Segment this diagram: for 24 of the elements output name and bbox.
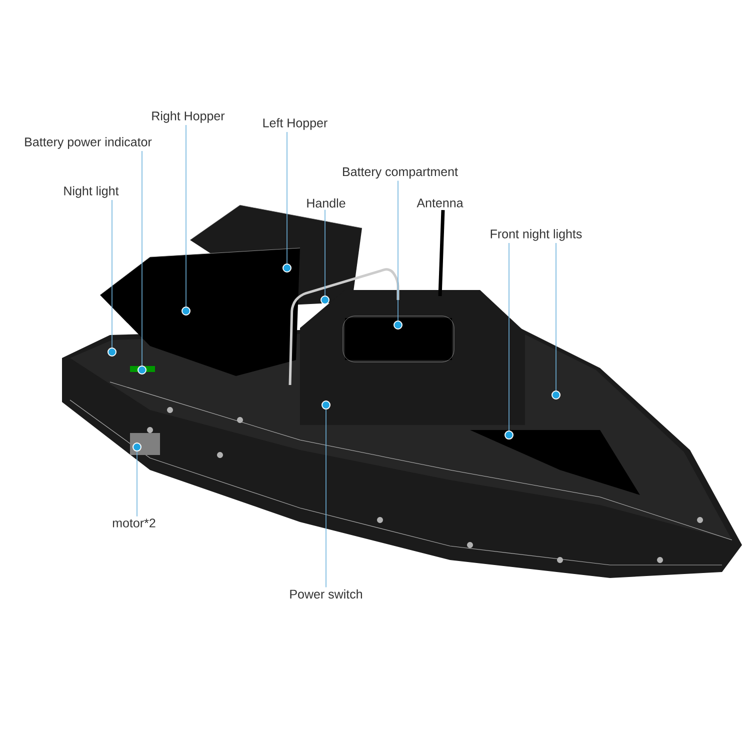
marker-dot bbox=[282, 264, 292, 272]
callout-label: Battery power indicator bbox=[25, 137, 152, 149]
callout-label: Battery compartment bbox=[343, 167, 458, 179]
callout-label: Left Hopper bbox=[263, 118, 328, 130]
marker-dot bbox=[322, 400, 330, 410]
callout-label: Front night lights bbox=[490, 229, 582, 241]
leader-line bbox=[508, 242, 510, 431]
marker-dot bbox=[132, 442, 142, 452]
marker-dot bbox=[504, 430, 514, 440]
callout-label: Handle bbox=[307, 198, 346, 208]
callout-label: Right Hopper bbox=[152, 111, 225, 123]
marker-dot bbox=[182, 306, 190, 316]
marker-dot bbox=[394, 320, 402, 330]
callout-label: Power switch bbox=[290, 589, 362, 599]
marker-dot bbox=[552, 390, 560, 400]
leader-line bbox=[286, 132, 288, 264]
marker-dot bbox=[138, 366, 146, 374]
callout-label: Antenna bbox=[416, 198, 464, 208]
callout-label: Night light bbox=[64, 186, 119, 198]
marker-dot bbox=[108, 348, 116, 356]
marker-dot bbox=[320, 296, 330, 304]
leader-line bbox=[324, 209, 326, 296]
callout-label: motor*2 bbox=[112, 518, 156, 528]
leader-line bbox=[136, 451, 138, 517]
